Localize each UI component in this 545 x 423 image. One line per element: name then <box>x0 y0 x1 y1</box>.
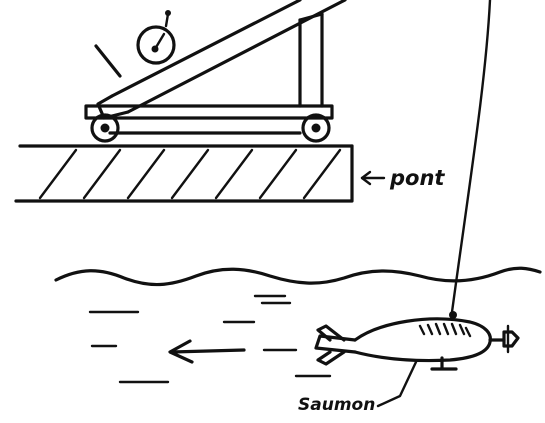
crane-trolley <box>84 0 347 143</box>
wheel-right-hub <box>311 123 321 133</box>
boom-upper-line <box>110 0 302 98</box>
saumon-label: Saumon <box>298 395 375 415</box>
flow-arrow-head <box>168 339 194 364</box>
saumon-annotation: Saumon <box>298 360 418 415</box>
suspension-cable <box>450 0 492 314</box>
water-surface <box>54 266 542 287</box>
saumon-keel <box>430 356 458 371</box>
wheel-left-hub <box>100 123 110 133</box>
winch-crank <box>153 32 166 51</box>
water <box>54 266 542 384</box>
wheel-right <box>301 113 331 143</box>
deck-hatching <box>38 148 342 200</box>
nose-cap <box>502 330 520 348</box>
trolley-chassis <box>84 104 334 120</box>
pont-annotation: pont <box>360 166 445 190</box>
pont-label: pont <box>389 166 445 190</box>
saumon-hook <box>449 311 457 319</box>
lever <box>94 44 122 78</box>
strut-top <box>298 12 324 22</box>
deck-outline <box>14 144 354 203</box>
saumon-pointer <box>376 360 418 408</box>
water-ripples <box>88 294 332 384</box>
tail-fin-bottom <box>316 350 346 366</box>
saumon-weight <box>314 311 520 371</box>
saumon-body <box>353 317 492 363</box>
boom-end <box>96 94 130 120</box>
flow-arrow-line <box>170 348 246 354</box>
wheel-left <box>90 113 120 143</box>
winch-drum <box>136 25 176 65</box>
bridge-deck <box>14 144 354 203</box>
pont-arrow-head <box>360 170 372 186</box>
saumon-hatching <box>418 322 472 338</box>
winch-knob <box>165 10 171 16</box>
tail-fin-top <box>316 324 346 342</box>
winch-handle <box>164 12 170 28</box>
tail-stem <box>314 334 357 354</box>
